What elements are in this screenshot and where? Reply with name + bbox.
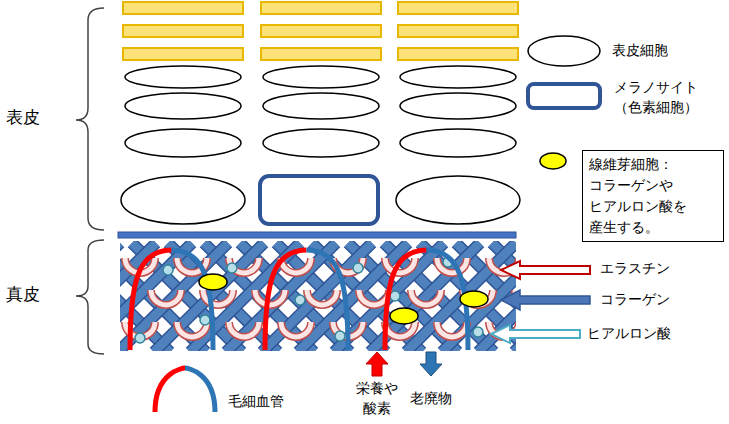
layer-label: 真皮: [6, 285, 40, 305]
note-box: 線維芽細胞： コラーゲンや ヒアルロン酸を 産生する。: [582, 150, 724, 242]
epidermal-cells: [121, 66, 520, 224]
legend-capillary-red: [155, 368, 185, 412]
part-label: コラーゲン: [600, 290, 670, 310]
waste-arrow: [420, 352, 442, 376]
legend-text: 毛細血管: [228, 392, 284, 412]
capillaries: [130, 250, 468, 350]
legend-melanocyte-sample: [528, 84, 600, 108]
part-label: エラスチン: [600, 259, 670, 279]
collagen-arrow: [501, 290, 590, 310]
collagen-fibers: [120, 243, 516, 351]
basement-membrane: [118, 232, 516, 238]
nutrient-arrow: [366, 352, 388, 376]
legend-capillary-blue: [185, 368, 215, 412]
horny-layer: [123, 2, 518, 60]
epidermis-brace: [76, 8, 104, 230]
legend-fibroblast-sample: [540, 153, 566, 169]
fibroblasts: [199, 274, 488, 324]
legend-text: 表皮細胞: [612, 41, 668, 61]
hyaluronic-acid: [135, 257, 483, 343]
flow-label: 栄養や 酸素: [350, 379, 404, 419]
elastin-arrow: [501, 261, 590, 279]
legend-text: メラノサイト （色素細胞）: [604, 78, 708, 118]
dermis-brace: [76, 240, 104, 354]
note-text: 線維芽細胞： コラーゲンや ヒアルロン酸を 産生する。: [589, 154, 717, 238]
layer-label: 表皮: [6, 108, 40, 128]
melanocyte: [260, 176, 378, 224]
part-label: ヒアルロン酸: [587, 324, 671, 344]
flow-label: 老廃物: [410, 389, 452, 409]
legend-cell-sample: [528, 36, 600, 66]
hyaluronic-arrow: [491, 325, 580, 343]
